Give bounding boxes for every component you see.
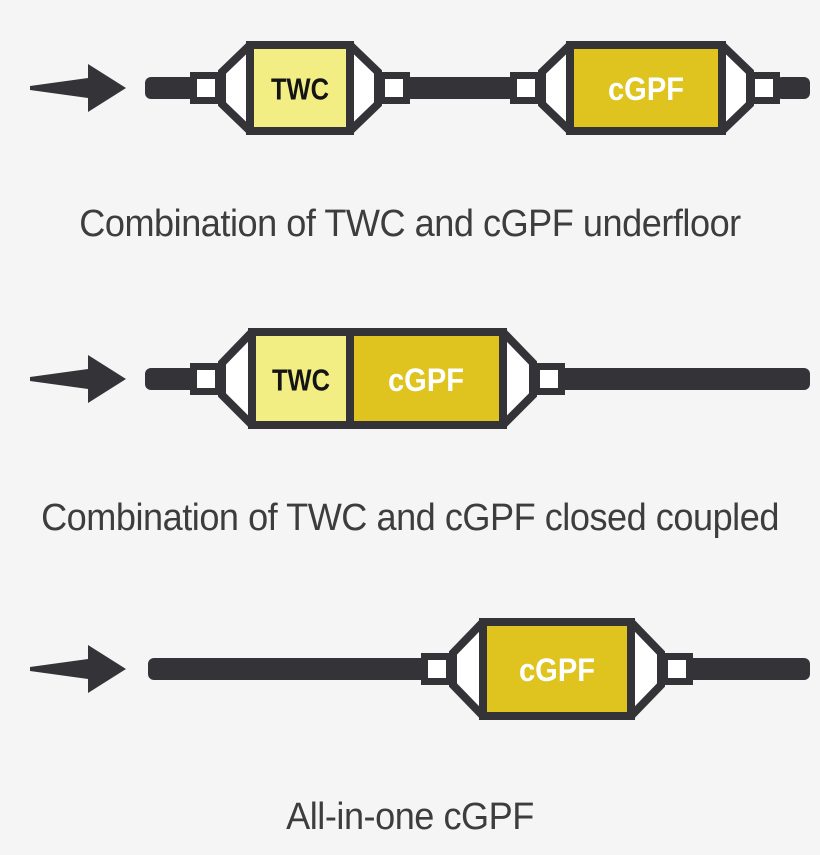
twc-label: TWC (271, 72, 329, 107)
row-caption-underfloor: Combination of TWC and cGPF underfloor (79, 203, 741, 245)
cgpf-substrate (479, 618, 635, 720)
exhaust-pipe (776, 77, 810, 99)
flow-arrow-icon (30, 645, 126, 693)
connector-flange (661, 653, 693, 685)
connector-flange (190, 72, 222, 104)
row-caption-closed-coupled: Combination of TWC and cGPF closed coupl… (41, 497, 779, 539)
cgpf-substrate (346, 328, 507, 429)
cgpf-label: cGPF (388, 362, 464, 398)
cgpf-substrate (566, 41, 726, 135)
exhaust-pipe (145, 368, 203, 390)
connector-flange (533, 363, 565, 395)
row-caption-all-in-one: All-in-one cGPF (286, 796, 534, 838)
twc-substrate (248, 328, 354, 429)
diagram-row-underfloor: TWC cGPF (30, 41, 810, 135)
exhaust-pipe (148, 658, 429, 680)
twc-substrate (246, 41, 354, 135)
exhaust-pipe (145, 77, 203, 99)
flow-arrow-icon (30, 355, 126, 403)
twc-label: TWC (272, 363, 330, 398)
diagram-row-all-in-one: cGPF (30, 618, 810, 720)
cgpf-label: cGPF (519, 652, 595, 688)
exhaust-pipe (687, 658, 810, 680)
connector-flange (510, 72, 542, 104)
connector-flange (378, 72, 410, 104)
diagram-row-closed-coupled: TWC cGPF (30, 328, 810, 429)
connector-flange (421, 653, 453, 685)
cgpf-label: cGPF (608, 71, 684, 107)
exhaust-pipe (405, 77, 517, 99)
flow-arrow-icon (30, 64, 126, 112)
connector-flange (748, 72, 780, 104)
exhaust-pipe (558, 368, 810, 390)
connector-flange (190, 363, 222, 395)
